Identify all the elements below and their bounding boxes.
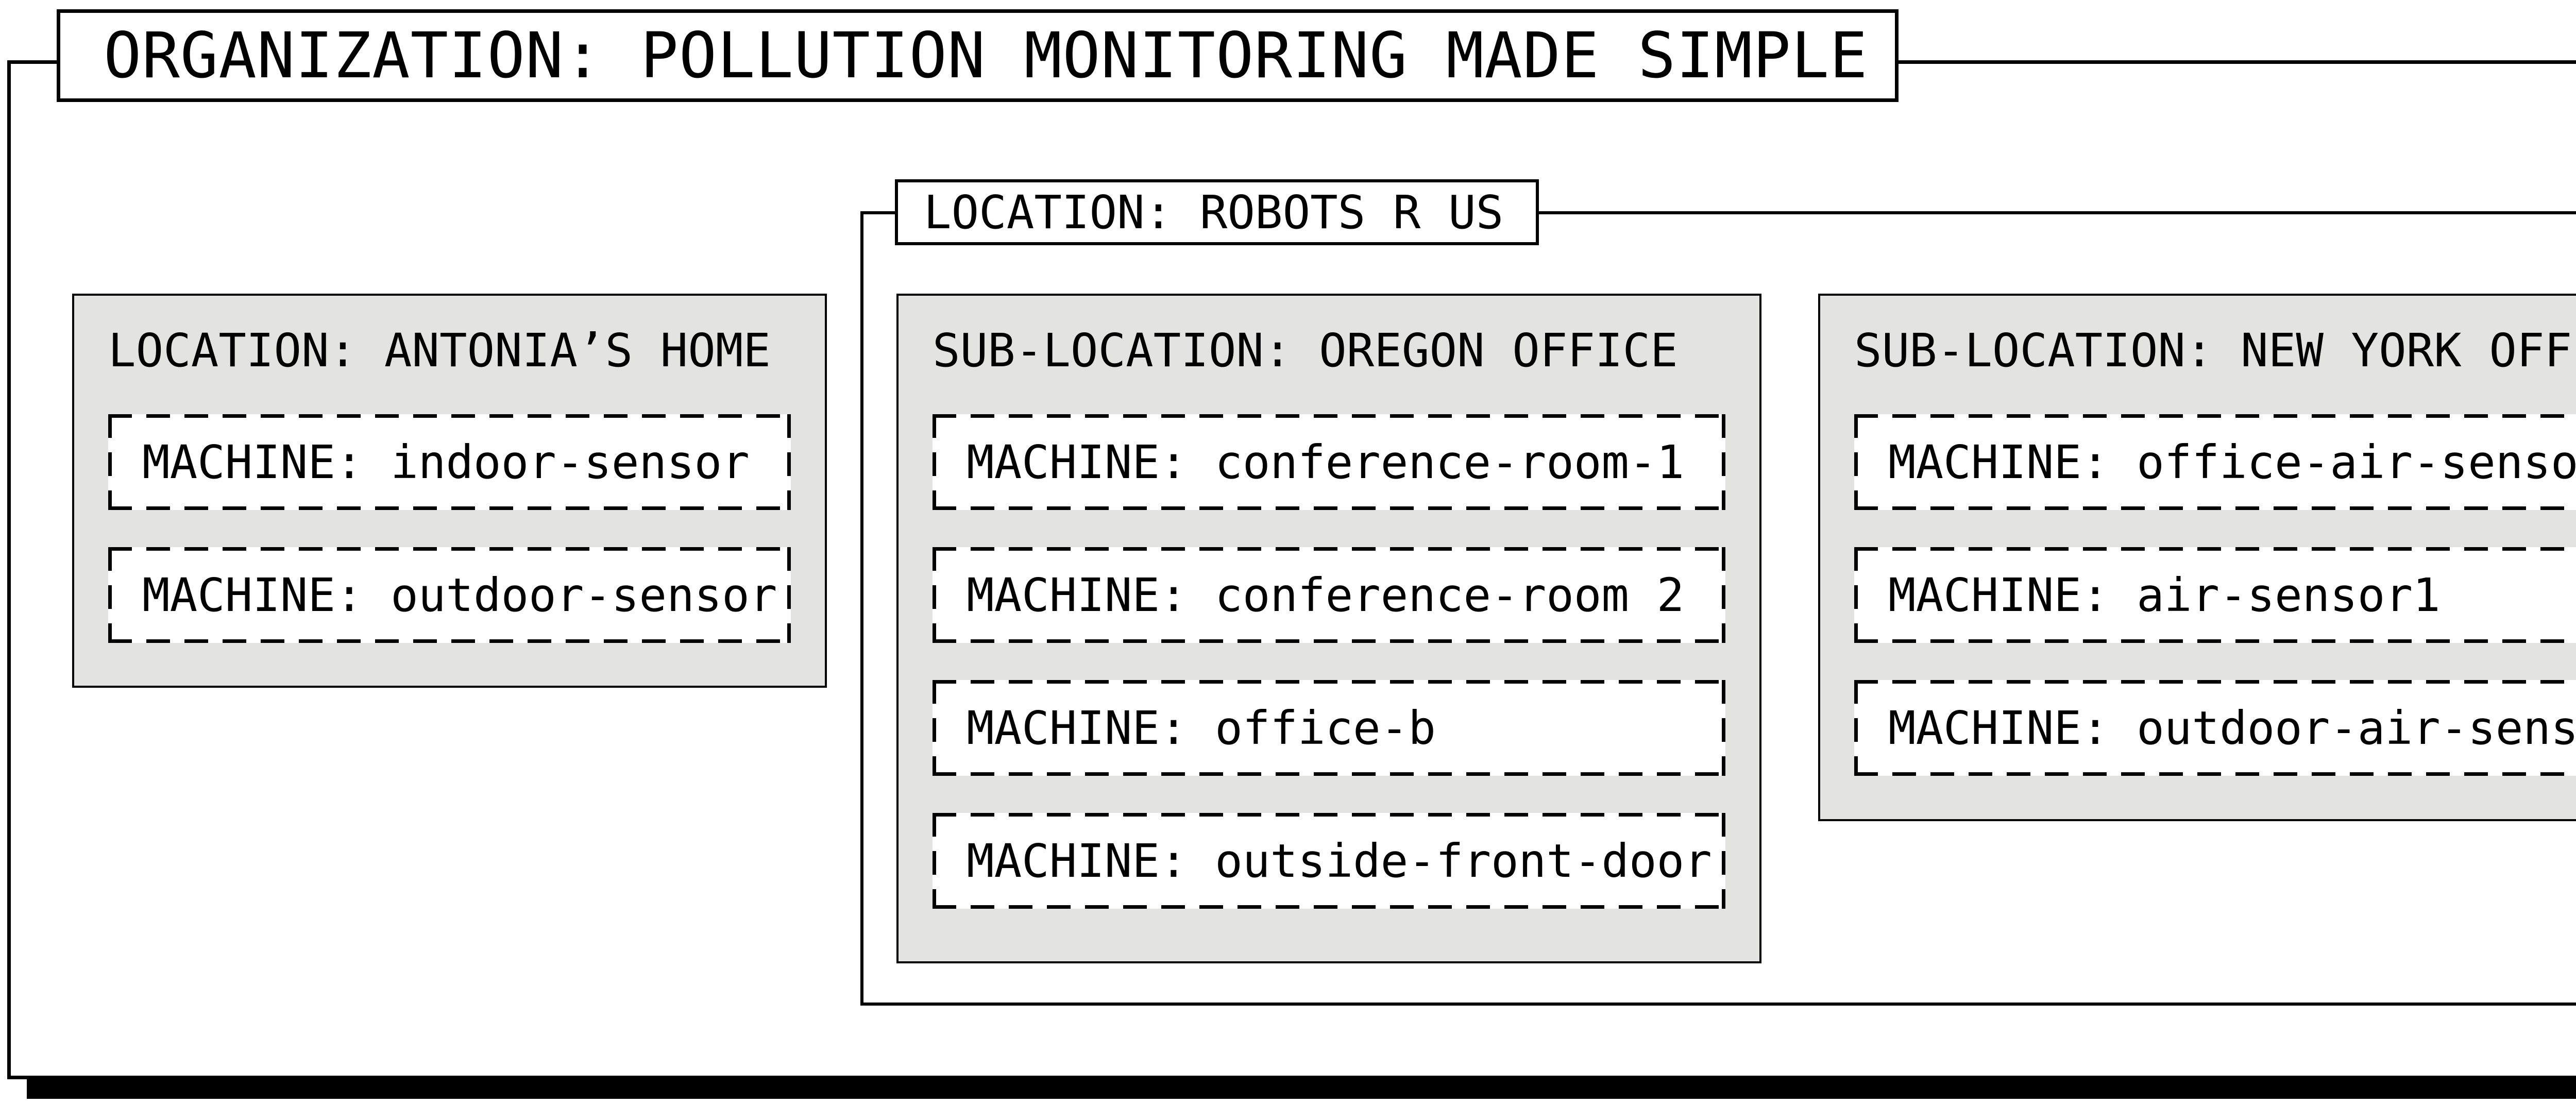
sub-location-box-new-york-office: SUB-LOCATION: NEW YORK OFFICE MACHINE: o… — [1818, 294, 2576, 821]
location-label-antonias-home: LOCATION: ANTONIA’S HOME — [108, 324, 771, 377]
machine-box-conference-room-2: MACHINE: conference-room 2 — [933, 547, 1725, 643]
organization-title-box: ORGANIZATION: POLLUTION MONITORING MADE … — [57, 9, 1899, 102]
machine-label: MACHINE: office-b — [967, 701, 1436, 755]
machine-label: MACHINE: indoor-sensor — [142, 435, 750, 489]
machine-label: MACHINE: conference-room 2 — [967, 568, 1685, 622]
location-label-box-robots-r-us: LOCATION: ROBOTS R US — [895, 179, 1539, 245]
machine-label: MACHINE: outdoor-air-sensor — [1888, 701, 2576, 755]
machine-box-outside-front-door: MACHINE: outside-front-door — [933, 813, 1725, 909]
organization-title: ORGANIZATION: POLLUTION MONITORING MADE … — [104, 19, 1868, 92]
location-box-antonias-home: LOCATION: ANTONIA’S HOME MACHINE: indoor… — [72, 294, 827, 688]
organization-box: ORGANIZATION: POLLUTION MONITORING MADE … — [7, 9, 2576, 1079]
machine-box-office-air-sensor: MACHINE: office-air-sensor — [1854, 414, 2576, 510]
machine-label: MACHINE: outdoor-sensor — [142, 568, 777, 622]
machine-label: MACHINE: conference-room-1 — [967, 435, 1685, 489]
machine-label: MACHINE: office-air-sensor — [1888, 435, 2576, 489]
machine-box-office-b: MACHINE: office-b — [933, 680, 1725, 776]
machine-box-outdoor-sensor: MACHINE: outdoor-sensor — [108, 547, 791, 643]
machine-label: MACHINE: air-sensor1 — [1888, 568, 2441, 622]
location-label-robots-r-us: LOCATION: ROBOTS R US — [924, 185, 1504, 239]
sub-location-label-new-york-office: SUB-LOCATION: NEW YORK OFFICE — [1854, 324, 2576, 377]
sub-location-box-oregon-office: SUB-LOCATION: OREGON OFFICE MACHINE: con… — [896, 294, 1761, 963]
location-box-robots-r-us: LOCATION: ROBOTS R US SUB-LOCATION: OREG… — [860, 179, 2576, 1006]
machine-box-air-sensor1: MACHINE: air-sensor1 — [1854, 547, 2576, 643]
machine-box-outdoor-air-sensor: MACHINE: outdoor-air-sensor — [1854, 680, 2576, 776]
sub-location-label-oregon-office: SUB-LOCATION: OREGON OFFICE — [933, 324, 1678, 377]
machine-box-indoor-sensor: MACHINE: indoor-sensor — [108, 414, 791, 510]
machine-label: MACHINE: outside-front-door — [967, 834, 1712, 888]
machine-box-conference-room-1: MACHINE: conference-room-1 — [933, 414, 1725, 510]
